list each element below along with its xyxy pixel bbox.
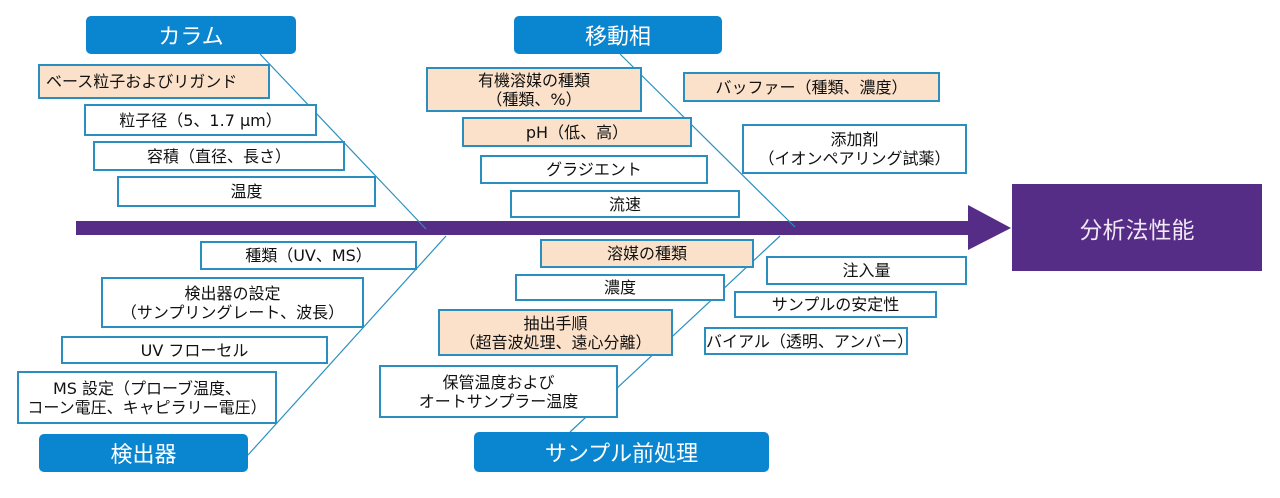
factor-box: 保管温度および オートサンプラー温度 <box>379 365 618 418</box>
factor-box: 有機溶媒の種類 （種類、%） <box>426 67 642 112</box>
factor-box: 流速 <box>510 190 740 218</box>
factor-box: 容積（直径、長さ） <box>93 141 345 171</box>
category-header-column: カラム <box>86 16 296 54</box>
spine-arrowhead <box>968 205 1011 250</box>
factor-box: 粒子径（5、1.7 µm） <box>84 104 317 136</box>
category-header-mobile-phase: 移動相 <box>514 16 722 54</box>
detector-bone <box>247 235 447 456</box>
mobile-phase-bone <box>619 53 796 228</box>
factor-box: ベース粒子およびリガンド <box>38 64 270 99</box>
factor-box: pH（低、高） <box>462 117 692 147</box>
factor-box: 添加剤 （イオンペアリング試薬） <box>742 124 967 174</box>
factor-box: 温度 <box>117 176 376 207</box>
factor-box: 濃度 <box>515 274 725 301</box>
result-box-method-performance: 分析法性能 <box>1012 184 1262 271</box>
category-header-sample-prep: サンプル前処理 <box>474 432 769 472</box>
factor-box: 種類（UV、MS） <box>200 241 417 270</box>
factor-box: バッファー（種類、濃度） <box>683 72 940 102</box>
factor-box: グラジエント <box>480 155 708 184</box>
spine-bar <box>76 221 970 235</box>
category-header-detector: 検出器 <box>39 434 248 472</box>
factor-box: 検出器の設定 （サンプリングレート、波長） <box>101 277 364 328</box>
factor-box: 抽出手順 （超音波処理、遠心分離） <box>438 309 673 356</box>
factor-box: MS 設定（プローブ温度、 コーン電圧、キャピラリー電圧） <box>17 371 277 424</box>
factor-box: UV フローセル <box>61 336 328 364</box>
factor-box: 溶媒の種類 <box>540 239 754 268</box>
factor-box: サンプルの安定性 <box>734 291 937 318</box>
factor-box: バイアル（透明、アンバー） <box>704 327 913 355</box>
factor-box: 注入量 <box>766 256 967 285</box>
